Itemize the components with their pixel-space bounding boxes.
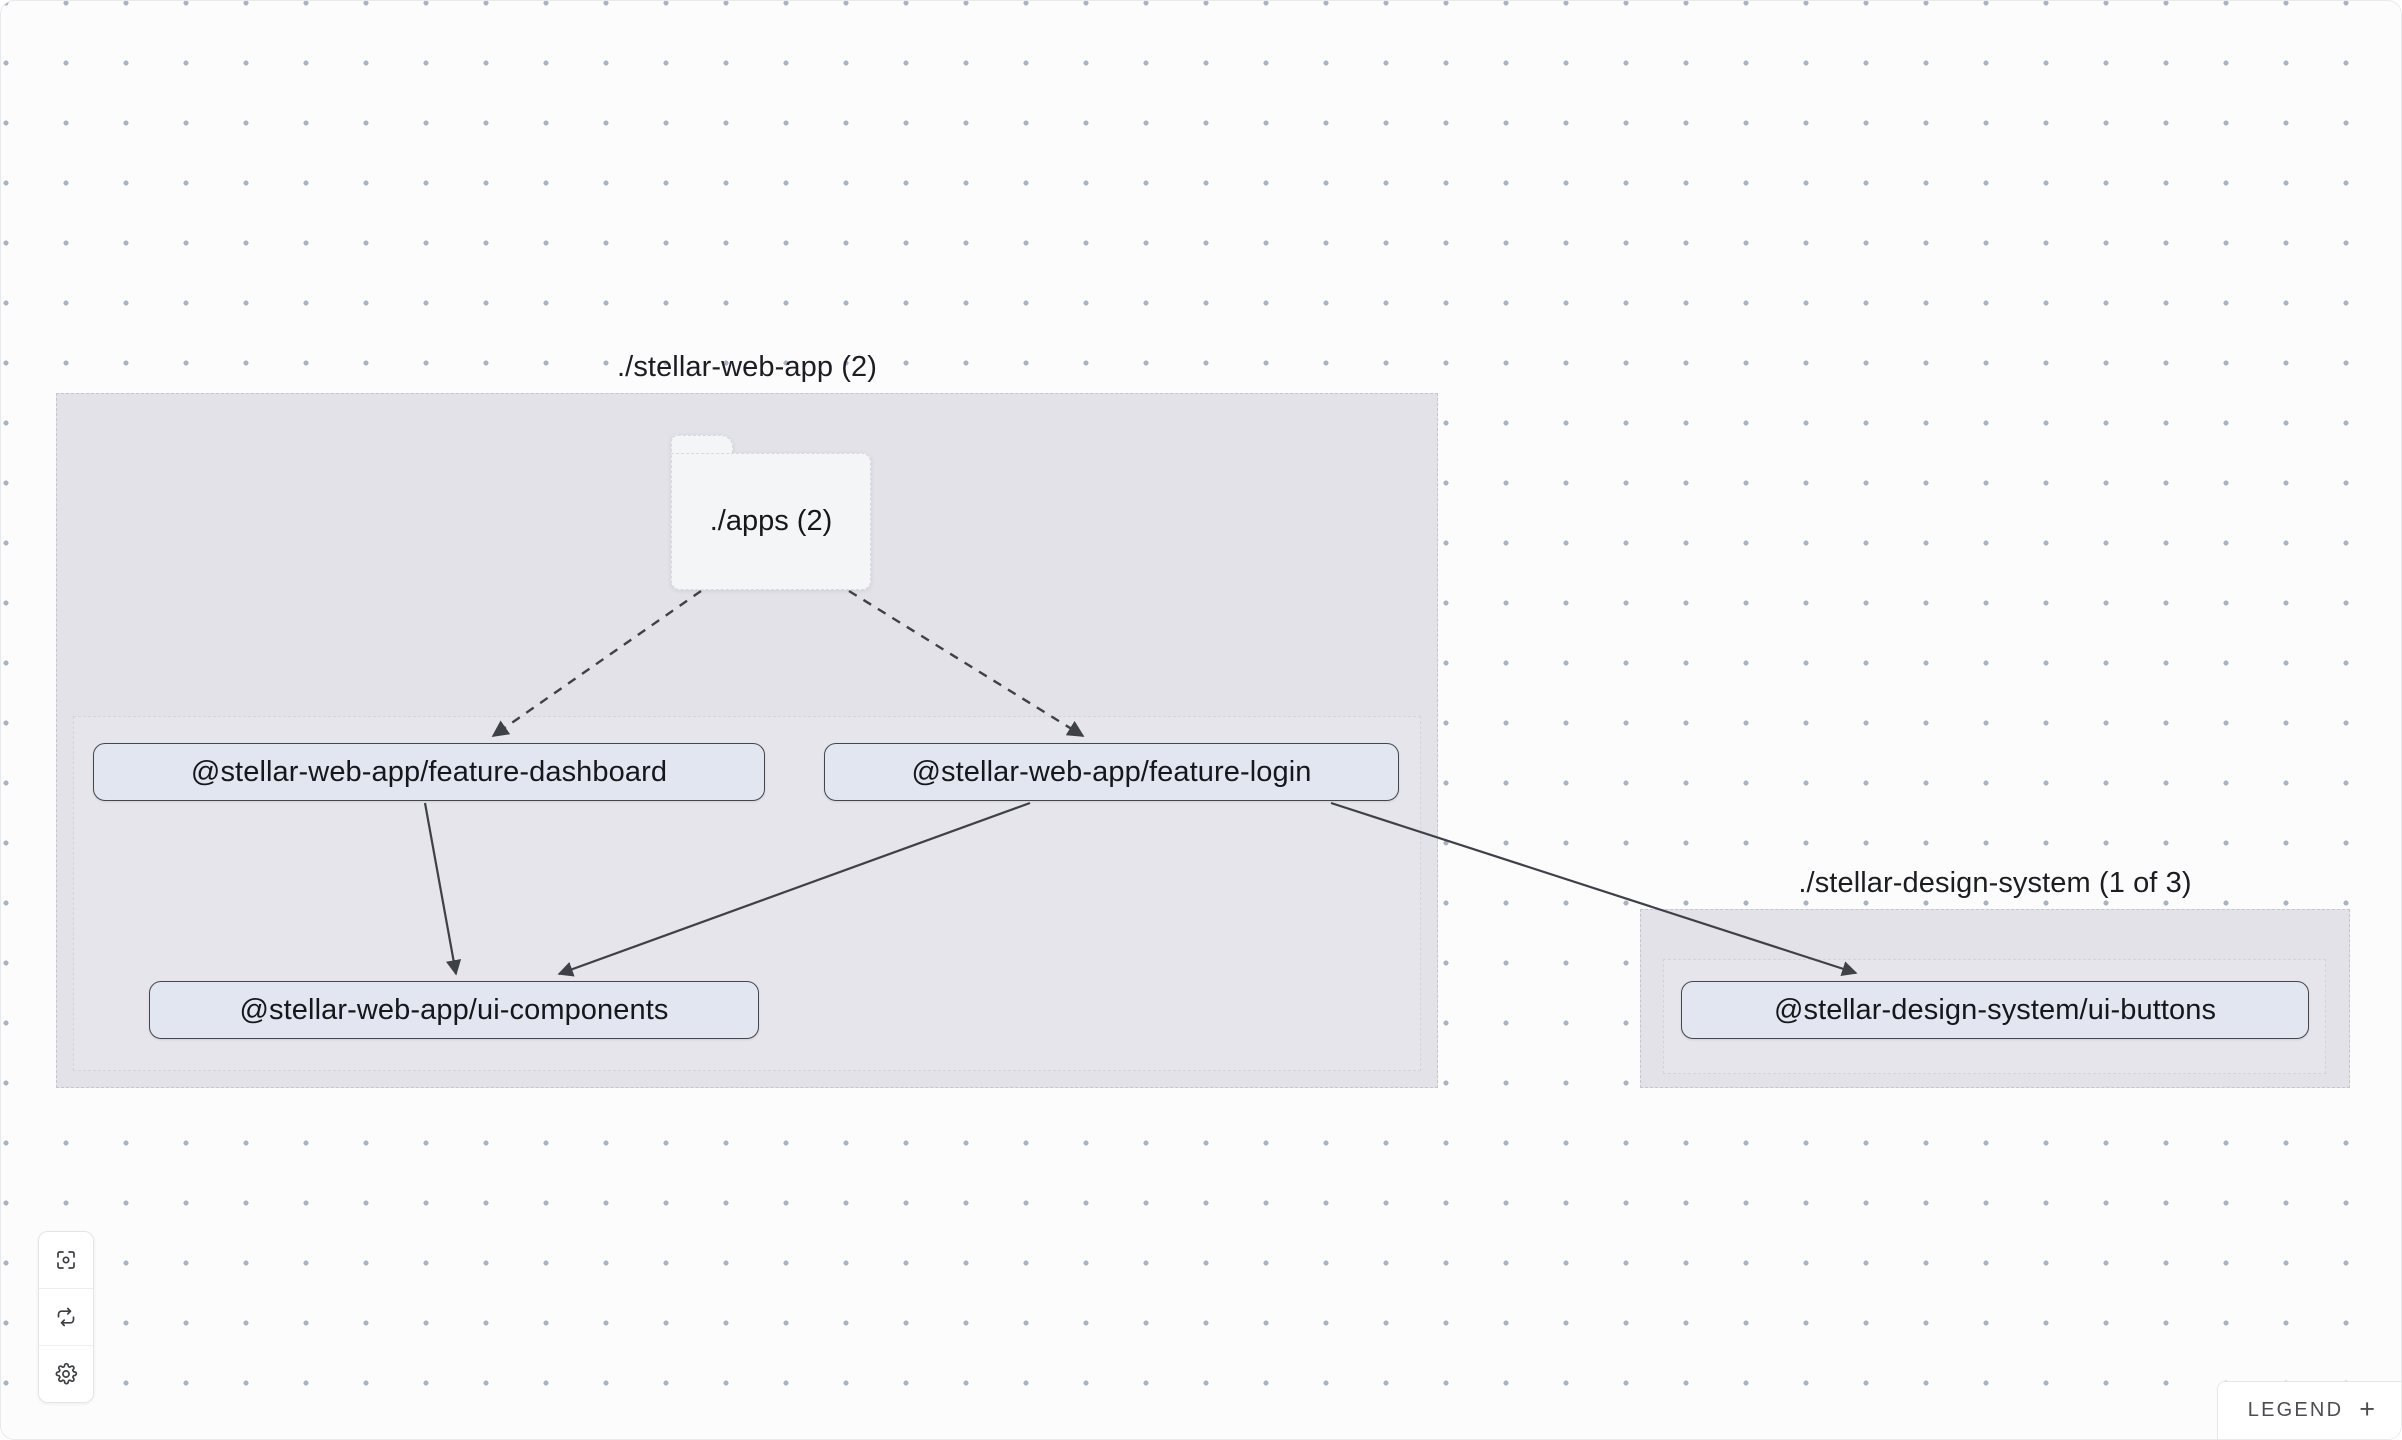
focus-target-icon (54, 1248, 78, 1272)
graph-node-feature-dashboard[interactable]: @stellar-web-app/feature-dashboard (93, 743, 765, 801)
graph-node-ui-components[interactable]: @stellar-web-app/ui-components (149, 981, 759, 1039)
folder-node-apps[interactable]: ./apps (2) (671, 435, 871, 590)
graph-node-label: @stellar-web-app/feature-login (911, 755, 1312, 788)
gear-icon (54, 1362, 78, 1386)
plus-icon: + (2359, 1394, 2375, 1424)
folder-body: ./apps (2) (671, 453, 871, 590)
refresh-icon (54, 1305, 78, 1329)
graph-node-label: @stellar-web-app/feature-dashboard (190, 755, 668, 788)
legend-toggle[interactable]: LEGEND + (2216, 1381, 2401, 1439)
canvas-toolbar (38, 1231, 94, 1403)
settings-button[interactable] (39, 1346, 93, 1402)
project-title-stellar-web-app: ./stellar-web-app (2) (617, 351, 877, 383)
legend-label: LEGEND (2247, 1399, 2344, 1421)
graph-node-ui-buttons[interactable]: @stellar-design-system/ui-buttons (1681, 981, 2309, 1039)
graph-node-feature-login[interactable]: @stellar-web-app/feature-login (824, 743, 1399, 801)
graph-node-label: @stellar-web-app/ui-components (239, 993, 669, 1026)
folder-node-label: ./apps (2) (709, 505, 833, 537)
focus-graph-button[interactable] (39, 1232, 93, 1289)
project-title-stellar-design-system: ./stellar-design-system (1 of 3) (1798, 867, 2192, 899)
refresh-graph-button[interactable] (39, 1289, 93, 1346)
graph-node-label: @stellar-design-system/ui-buttons (1773, 993, 2217, 1026)
folder-tab (671, 435, 733, 457)
